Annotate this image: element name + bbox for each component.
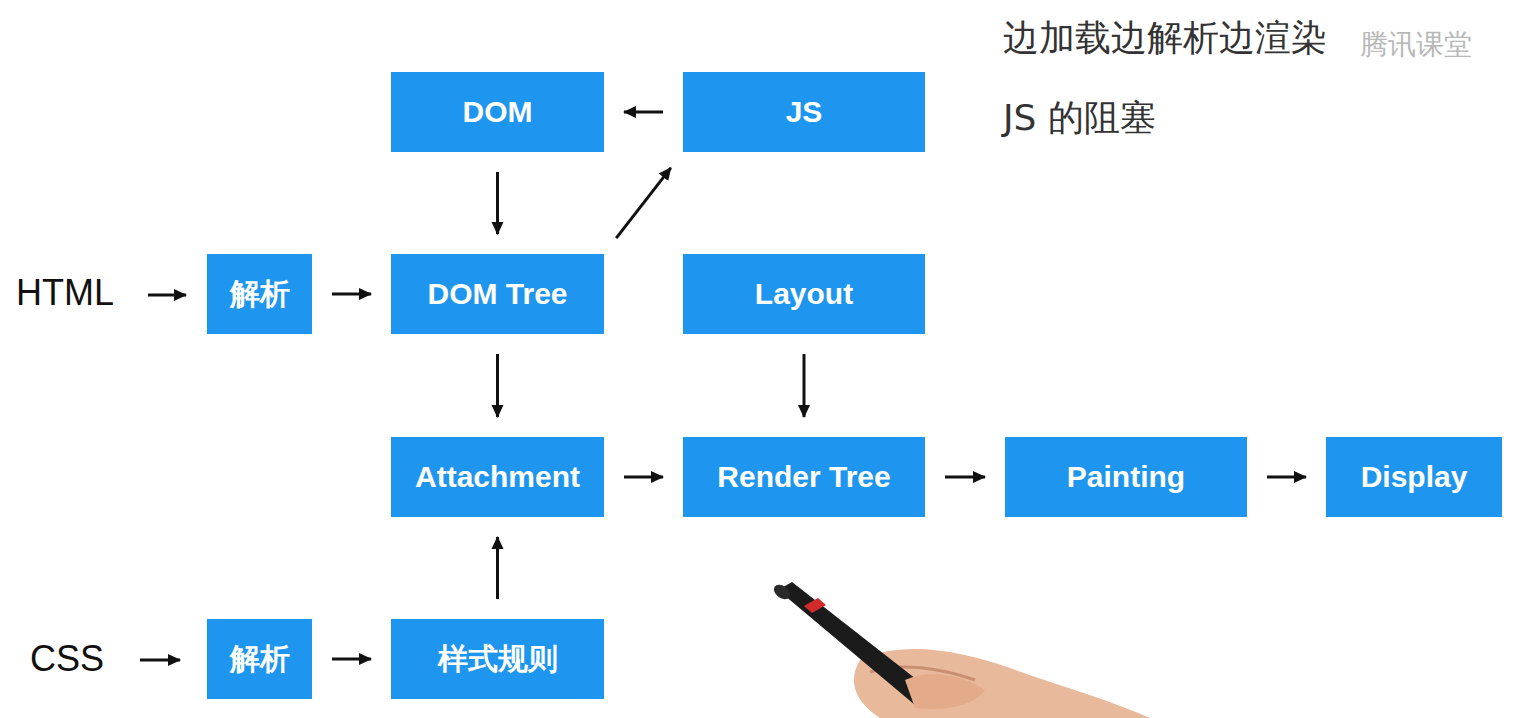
process-box: 解析	[207, 619, 312, 699]
box-label: Render Tree	[717, 460, 890, 494]
flow-arrow	[496, 537, 499, 599]
flow-arrow	[616, 168, 671, 238]
process-box: DOM	[391, 72, 604, 152]
input-label: CSS	[30, 638, 104, 680]
flow-arrow	[332, 293, 371, 296]
box-label: Display	[1361, 460, 1468, 494]
process-box: Layout	[683, 254, 925, 334]
process-box: 解析	[207, 254, 312, 334]
box-label: Painting	[1067, 460, 1185, 494]
flow-arrow	[945, 476, 985, 479]
hand-with-pen	[771, 582, 1150, 718]
leader-arrow	[148, 294, 186, 297]
box-label: 解析	[230, 639, 290, 680]
note-text: 边加载边解析边渲染	[1003, 14, 1327, 63]
flow-arrow	[1267, 476, 1306, 479]
box-label: DOM	[463, 95, 533, 129]
box-label: Layout	[755, 277, 853, 311]
input-label: HTML	[16, 272, 114, 314]
flow-arrow	[496, 354, 499, 417]
box-label: JS	[786, 95, 823, 129]
flow-arrow	[624, 476, 663, 479]
flow-arrow	[496, 172, 499, 234]
box-label: DOM Tree	[427, 277, 567, 311]
flow-arrow	[624, 111, 663, 114]
watermark: 腾讯课堂	[1360, 26, 1472, 64]
note-text: JS 的阻塞	[1003, 94, 1156, 143]
process-box: Painting	[1005, 437, 1247, 517]
process-box: JS	[683, 72, 925, 152]
box-label: 样式规则	[438, 639, 558, 680]
flow-arrow	[332, 658, 371, 661]
process-box: DOM Tree	[391, 254, 604, 334]
process-box: Attachment	[391, 437, 604, 517]
process-box: 样式规则	[391, 619, 604, 699]
box-label: Attachment	[415, 460, 580, 494]
process-box: Display	[1326, 437, 1502, 517]
box-label: 解析	[230, 274, 290, 315]
flow-arrow	[803, 354, 806, 417]
process-box: Render Tree	[683, 437, 925, 517]
leader-arrow	[140, 659, 180, 662]
